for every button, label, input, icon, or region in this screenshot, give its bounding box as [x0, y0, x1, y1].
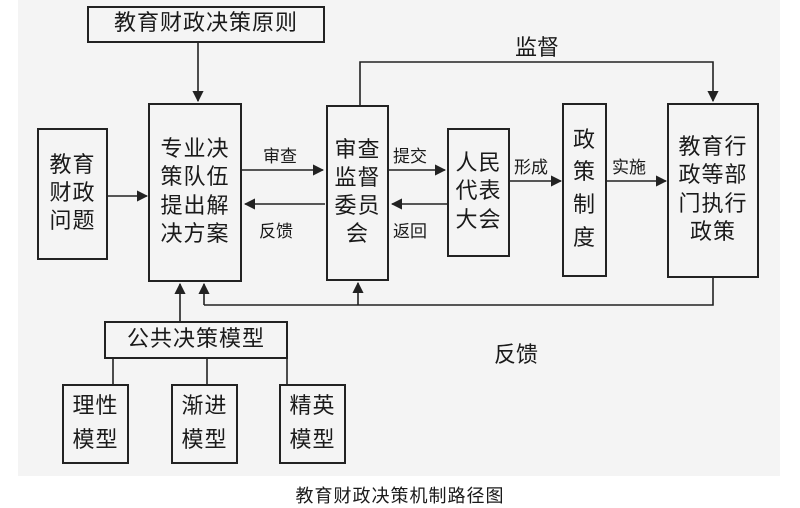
models-box: 公共决策模型 — [104, 321, 288, 359]
policy-box: 政 策 制 度 — [562, 103, 607, 277]
feedback-small-label: 反馈 — [259, 222, 293, 242]
team-box: 专业决 策队伍 提出解 决方案 — [148, 103, 242, 282]
congress-box: 人民 代表 大会 — [447, 128, 510, 257]
arrow-supervise — [359, 61, 719, 105]
figure-caption: 教育财政决策机制路径图 — [295, 486, 505, 507]
supervise-label: 监督 — [515, 36, 560, 61]
committee-box: 审查 监督 委员 会 — [326, 105, 389, 281]
implement-label: 实施 — [612, 158, 646, 178]
principles-box: 教育财政决策原则 — [87, 6, 325, 43]
elite-model-box: 精英 模型 — [279, 384, 346, 464]
submit-label: 提交 — [393, 147, 427, 167]
return-label: 返回 — [393, 222, 427, 242]
incremental-model-box: 渐进 模型 — [171, 384, 238, 464]
feedback-line — [204, 278, 714, 306]
feedback-big-label: 反馈 — [494, 343, 539, 368]
review-label: 审查 — [263, 147, 297, 167]
dept-box: 教育行 政等部 门执行 政策 — [667, 103, 759, 278]
rational-model-box: 理性 模型 — [62, 384, 129, 464]
form-label: 形成 — [514, 158, 548, 178]
issue-box: 教育 财政 问题 — [37, 128, 108, 260]
figure-background — [18, 0, 780, 476]
